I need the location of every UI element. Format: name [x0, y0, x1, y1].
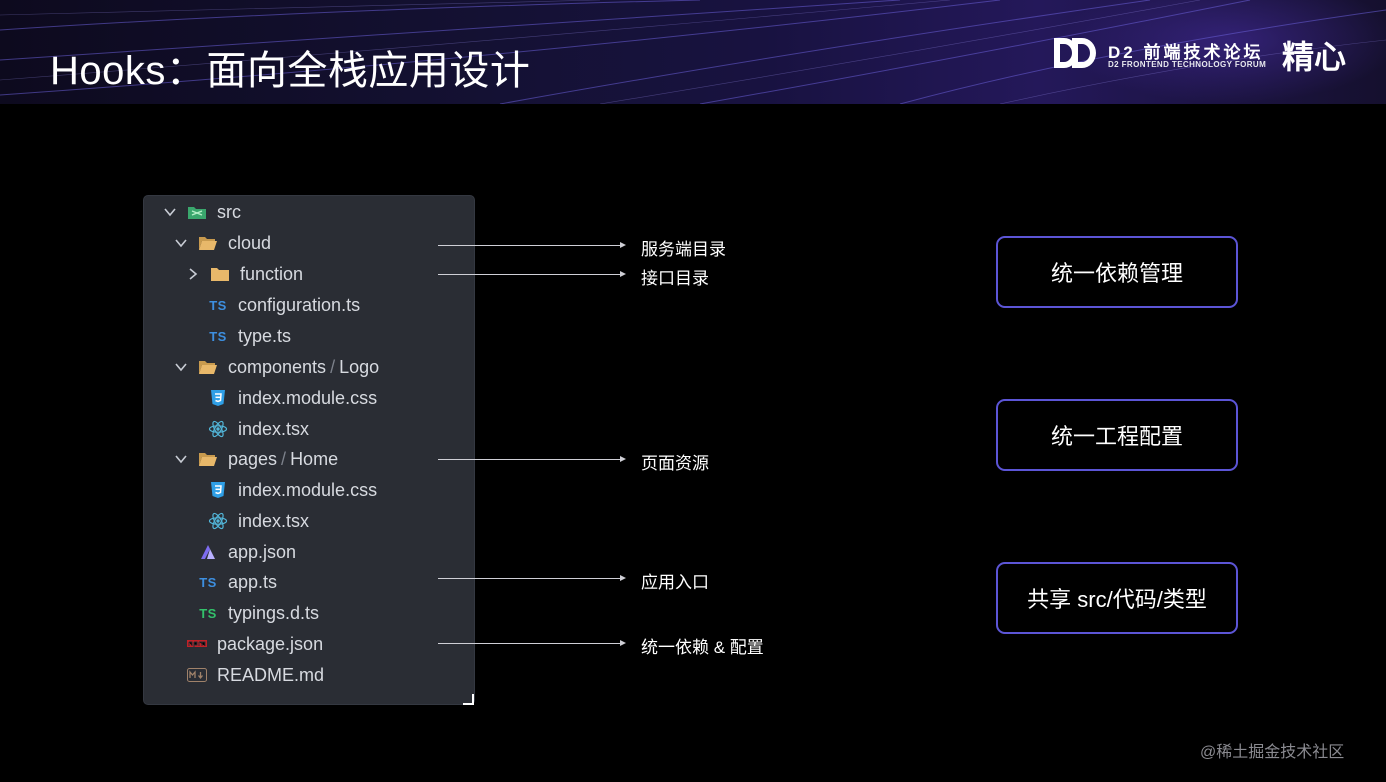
- slide-header: Hooks：面向全栈应用设计 D2 前端技术论坛 D2 FRONTEND TEC…: [0, 0, 1386, 104]
- logo-dir: Logo: [339, 356, 380, 377]
- chevron-down-icon[interactable]: [174, 452, 188, 466]
- tree-row-function[interactable]: function: [186, 261, 303, 287]
- arrow-function: [438, 271, 626, 277]
- logo-title: D2 前端技术论坛: [1108, 43, 1264, 62]
- resize-handle[interactable]: [463, 694, 474, 705]
- annotation-cloud: 服务端目录: [641, 240, 726, 259]
- home-dir: Home: [290, 448, 339, 469]
- tree-row-pages-tsx[interactable]: index.tsx: [208, 508, 309, 534]
- tree-row-components[interactable]: components/Logo: [174, 354, 379, 380]
- tree-row-package[interactable]: package.json: [187, 631, 323, 657]
- css-file-icon: [208, 481, 228, 499]
- tree-row-pages-css[interactable]: index.module.css: [208, 477, 377, 503]
- tree-label-function: function: [240, 263, 304, 284]
- arrow-package: [438, 640, 626, 646]
- tree-row-app-json[interactable]: app.json: [198, 539, 296, 565]
- arrow-app: [438, 575, 626, 581]
- path-separator: /: [281, 448, 287, 469]
- open-folder-icon: [198, 234, 218, 252]
- arrow-cloud: [438, 242, 626, 248]
- tree-label-configuration: configuration.ts: [238, 294, 361, 315]
- ts-badge: TS: [209, 328, 227, 344]
- tree-label-pages-tsx: index.tsx: [238, 510, 310, 531]
- tree-label-app-ts: app.ts: [228, 571, 278, 592]
- tree-row-readme[interactable]: README.md: [187, 662, 324, 688]
- tree-label-package: package.json: [217, 633, 324, 654]
- chevron-down-icon[interactable]: [163, 205, 177, 219]
- react-file-icon: [208, 420, 228, 438]
- arrow-pages: [438, 456, 626, 462]
- logo-subtitle: D2 FRONTEND TECHNOLOGY FORUM: [1108, 60, 1267, 69]
- tree-label-app-json: app.json: [228, 541, 297, 562]
- tree-row-comp-css[interactable]: index.module.css: [208, 385, 377, 411]
- tree-row-pages[interactable]: pages/Home: [174, 446, 338, 472]
- tree-label-components: components/Logo: [228, 357, 379, 378]
- annotation-function: 接口目录: [641, 269, 709, 288]
- tree-label-readme: README.md: [217, 664, 325, 685]
- folder-icon: [210, 265, 230, 283]
- chevron-down-icon[interactable]: [174, 360, 188, 374]
- box-unified-config: 统一工程配置: [996, 399, 1238, 471]
- typescript-file-icon: TS: [208, 327, 228, 345]
- app-config-icon: [198, 543, 218, 561]
- box-unified-deps: 统一依赖管理: [996, 236, 1238, 308]
- typescript-file-icon: TS: [208, 296, 228, 314]
- components-dir: components: [228, 356, 327, 377]
- path-separator: /: [330, 356, 336, 377]
- css-file-icon: [208, 389, 228, 407]
- tree-row-cloud[interactable]: cloud: [174, 230, 271, 256]
- tree-label-typings: typings.d.ts: [228, 602, 320, 623]
- tree-label-comp-css: index.module.css: [238, 387, 378, 408]
- tree-row-configuration[interactable]: TS configuration.ts: [208, 292, 360, 318]
- header-light-streaks: [0, 0, 1386, 104]
- tree-label-pages: pages/Home: [228, 449, 338, 470]
- ts-badge: TS: [209, 297, 227, 313]
- tree-row-src[interactable]: src: [163, 199, 241, 225]
- tree-row-app-ts[interactable]: TS app.ts: [198, 569, 277, 595]
- typescript-definition-icon: TS: [198, 604, 218, 622]
- tree-row-comp-tsx[interactable]: index.tsx: [208, 416, 309, 442]
- tree-label-comp-tsx: index.tsx: [238, 418, 310, 439]
- brand-mark: 精心: [1282, 38, 1347, 76]
- chevron-right-icon[interactable]: [186, 267, 200, 281]
- box-shared-code: 共享 src/代码/类型: [996, 562, 1238, 634]
- open-folder-icon: [198, 450, 218, 468]
- slide-title: Hooks：面向全栈应用设计: [50, 49, 531, 93]
- watermark: @稀土掘金技术社区: [1200, 744, 1345, 761]
- annotation-pages: 页面资源: [641, 454, 709, 473]
- pages-dir: pages: [228, 448, 278, 469]
- tree-label-src: src: [217, 201, 241, 222]
- react-file-icon: [208, 512, 228, 530]
- tree-label-cloud: cloud: [228, 232, 272, 253]
- tree-row-type[interactable]: TS type.ts: [208, 323, 291, 349]
- d2-logo-mark-icon: [1054, 38, 1096, 68]
- chevron-down-icon[interactable]: [174, 236, 188, 250]
- npm-icon: [187, 635, 207, 653]
- markdown-icon: [187, 666, 207, 684]
- typescript-file-icon: TS: [198, 573, 218, 591]
- tree-row-typings[interactable]: TS typings.d.ts: [198, 600, 319, 626]
- src-folder-icon: [187, 203, 207, 221]
- file-explorer-panel: [143, 195, 475, 705]
- tree-label-pages-css: index.module.css: [238, 479, 378, 500]
- tree-label-type: type.ts: [238, 325, 292, 346]
- open-folder-icon: [198, 358, 218, 376]
- ts-badge: TS: [199, 605, 217, 621]
- ts-badge: TS: [199, 574, 217, 590]
- annotation-app: 应用入口: [641, 573, 709, 592]
- annotation-package: 统一依赖 & 配置: [641, 638, 764, 657]
